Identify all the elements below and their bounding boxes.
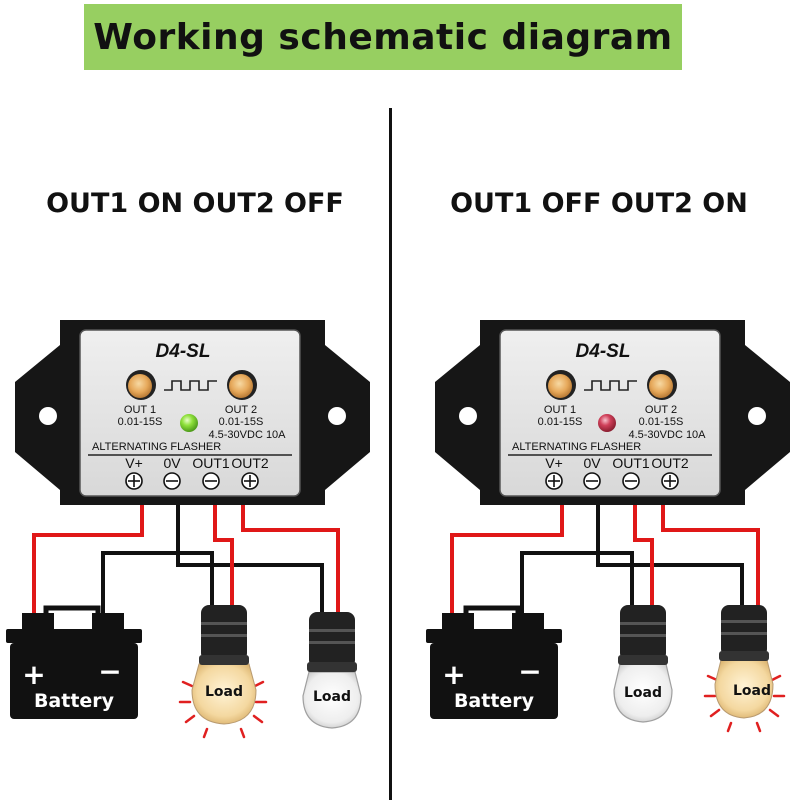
out1-range: 0.01-15S: [118, 416, 163, 428]
square-wave-icon: [584, 380, 637, 391]
wiring: [32, 505, 340, 625]
terminal-label-vplus: V+: [545, 455, 563, 471]
state-title-left: OUT1 ON OUT2 OFF: [46, 188, 344, 219]
mount-hole-icon: [459, 407, 477, 425]
load-lamp-lit-icon: [703, 605, 786, 733]
out2-timer-knob[interactable]: [227, 370, 257, 400]
load-lamp-off-icon: [302, 612, 362, 729]
model-label: D4-SL: [156, 341, 211, 362]
terminal-label-out1: OUT1: [192, 455, 230, 471]
status-led-green-icon: [180, 414, 198, 432]
terminal-label-vplus: V+: [125, 455, 143, 471]
load-label-2: Load: [733, 683, 771, 699]
square-wave-icon: [164, 380, 217, 391]
panel-left: D4-SL OUT 1 0.01-15S OUT 2 0.01-15S 4.5-…: [6, 320, 370, 739]
battery-plus-symbol: +: [22, 658, 45, 691]
battery-minus-symbol: −: [518, 655, 541, 688]
battery-minus-symbol: −: [98, 655, 121, 688]
terminal-screw-out2-icon[interactable]: [241, 472, 259, 490]
function-label: ALTERNATING FLASHER: [92, 441, 221, 453]
load-lamp-off-icon: [613, 605, 673, 723]
load-label-2: Load: [313, 689, 351, 705]
mount-hole-icon: [748, 407, 766, 425]
terminal-screw-vplus-icon[interactable]: [545, 472, 563, 490]
panel-right: D4-SL OUT 1 0.01-15S OUT 2 0.01-15S 4.5-…: [426, 320, 790, 733]
terminal-label-0v: 0V: [583, 455, 601, 471]
mount-hole-icon: [39, 407, 57, 425]
out1-timer-knob[interactable]: [126, 370, 156, 400]
rating-label: 4.5-30VDC 10A: [628, 429, 706, 441]
battery-label: Battery: [34, 690, 115, 712]
battery-label: Battery: [454, 690, 535, 712]
load-lamp-lit-icon: [178, 605, 268, 739]
out2-timer-knob[interactable]: [647, 370, 677, 400]
diagram-title: Working schematic diagram: [93, 16, 673, 58]
out1-label: OUT 1: [544, 404, 576, 416]
out1-label: OUT 1: [124, 404, 156, 416]
out2-range: 0.01-15S: [219, 416, 264, 428]
state-title-right: OUT1 OFF OUT2 ON: [450, 188, 748, 219]
out2-label: OUT 2: [225, 404, 257, 416]
mount-hole-icon: [328, 407, 346, 425]
function-label: ALTERNATING FLASHER: [512, 441, 641, 453]
wiring: [450, 505, 760, 625]
terminal-label-out2: OUT2: [231, 455, 269, 471]
status-led-red-icon: [598, 414, 616, 432]
title-banner: Working schematic diagram: [84, 4, 682, 70]
panel-divider: [389, 108, 392, 800]
terminal-screw-0v-icon[interactable]: [583, 472, 601, 490]
terminal-screw-0v-icon[interactable]: [163, 472, 181, 490]
load-label-1: Load: [205, 684, 243, 700]
terminal-label-0v: 0V: [163, 455, 181, 471]
out2-range: 0.01-15S: [639, 416, 684, 428]
model-label: D4-SL: [576, 341, 631, 362]
rating-label: 4.5-30VDC 10A: [208, 429, 286, 441]
battery-plus-symbol: +: [442, 658, 465, 691]
terminal-screw-out1-icon[interactable]: [202, 472, 220, 490]
battery-icon: [426, 605, 562, 719]
terminal-label-out1: OUT1: [612, 455, 650, 471]
out1-range: 0.01-15S: [538, 416, 583, 428]
out2-label: OUT 2: [645, 404, 677, 416]
terminal-screw-out2-icon[interactable]: [661, 472, 679, 490]
terminal-screw-vplus-icon[interactable]: [125, 472, 143, 490]
terminal-screw-out1-icon[interactable]: [622, 472, 640, 490]
out1-timer-knob[interactable]: [546, 370, 576, 400]
terminal-label-out2: OUT2: [651, 455, 689, 471]
battery-icon: [6, 605, 142, 719]
load-label-1: Load: [624, 685, 662, 701]
